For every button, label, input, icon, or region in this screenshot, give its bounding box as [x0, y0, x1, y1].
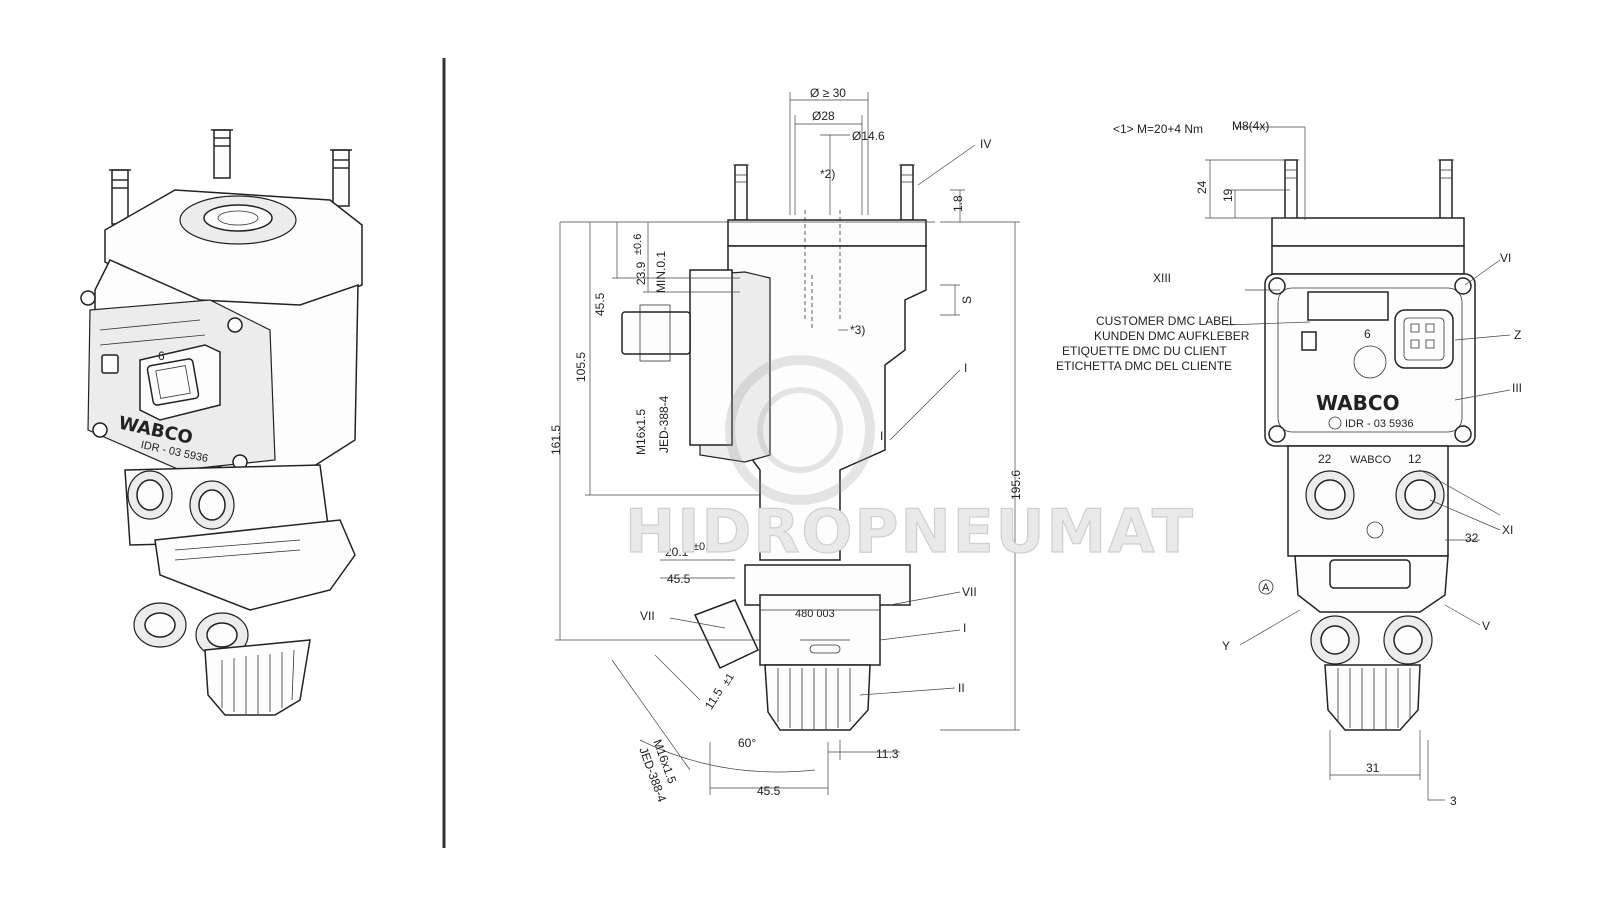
dmc-label-line-3: ETIQUETTE DMC DU CLIENT: [1062, 344, 1227, 358]
dmc-label-line-4: ETICHETTA DMC DEL CLIENTE: [1056, 359, 1232, 373]
front-dim-31: 31: [1366, 761, 1380, 775]
ref-vii-right: VII: [962, 585, 977, 599]
ref-vii-left: VII: [640, 609, 655, 623]
isometric-view: 6 WABCO IDR - 03 5936: [80, 129, 363, 716]
ref-iv: IV: [980, 137, 991, 151]
ref-xiii: XIII: [1153, 271, 1171, 285]
dim-105-5: 105.5: [574, 352, 588, 382]
dim-195-6: 195.6: [1009, 470, 1023, 500]
ref-3: 3: [1450, 794, 1457, 808]
ref-i-upper: I: [964, 361, 967, 375]
ref-ii: II: [958, 681, 965, 695]
side-connector: [621, 311, 691, 355]
ref-v: V: [1482, 619, 1490, 633]
front-port-22: 22: [1318, 452, 1332, 466]
iso-port-6: 6: [158, 349, 165, 363]
side-view: 480 003 Ø ≥ 30 Ø28 Ø14.6 *2) *3) 1: [549, 86, 1023, 804]
dim-diameter-28: Ø28: [812, 109, 835, 123]
front-port-12: 12: [1408, 452, 1422, 466]
tol-23-9: ±0.6: [632, 234, 644, 255]
dmc-label-line-2: KUNDEN DMC AUFKLEBER: [1094, 329, 1250, 343]
side-top-flange: [727, 219, 927, 247]
side-silencer-cap: [764, 664, 871, 731]
note-3: *3): [850, 323, 865, 337]
dim-45-5-mid: 45.5: [667, 572, 691, 586]
ref-i-lower: I: [880, 429, 883, 443]
dim-diameter-min: Ø ≥ 30: [810, 86, 846, 100]
tol-11-5: ±1: [720, 671, 737, 688]
dim-161-5: 161.5: [549, 425, 563, 455]
dim-11-3: 11.3: [876, 747, 899, 761]
ref-vi: VI: [1500, 251, 1511, 265]
front-silencer-cap: [1324, 664, 1421, 731]
dim-angle-60: 60°: [738, 736, 756, 750]
ref-y: Y: [1222, 639, 1230, 653]
front-view: 6 WABCO IDR - 03 5936 22 12 WABCO: [1056, 119, 1522, 808]
front-cert-label: IDR - 03 5936: [1345, 418, 1413, 430]
ref-iii: III: [1512, 381, 1522, 395]
side-angled-port: [693, 599, 759, 669]
front-bolt: M8(4x): [1232, 119, 1269, 133]
iso-lower-body: [154, 519, 356, 611]
dim-diameter-14-6: Ø14.6: [852, 129, 885, 143]
dmc-label-line-1: CUSTOMER DMC LABEL: [1096, 314, 1236, 328]
thread-upper: M16x1.5: [634, 409, 648, 455]
iso-connector: [139, 344, 221, 421]
min-0-1: MIN.0.1: [654, 251, 668, 293]
dim-45-5-bottom: 45.5: [757, 784, 781, 798]
front-top-flange: [1271, 217, 1465, 247]
dim-23-9: 23.9: [634, 261, 648, 285]
watermark-gear-icon: [725, 355, 875, 505]
dim-20-1: 20.1: [665, 545, 689, 559]
watermark: HIDROPNEUMAT: [625, 497, 1195, 567]
front-torque: <1> M=20+4 Nm: [1113, 122, 1203, 136]
front-dmc-label: [1307, 291, 1389, 321]
ref-i-mid: I: [963, 621, 966, 635]
front-connector: [1394, 309, 1454, 369]
note-2: *2): [820, 167, 835, 181]
iso-silencer-cap: [204, 639, 311, 716]
front-dim-32: 32: [1465, 531, 1479, 545]
jed-upper: JED-388-4: [657, 395, 671, 453]
iso-ports: [124, 464, 331, 546]
ref-xi: XI: [1502, 523, 1513, 537]
dim-1-8: 1.8: [951, 195, 965, 212]
ref-a: A: [1262, 582, 1270, 594]
front-brand-logo: WABCO: [1316, 391, 1400, 415]
dim-11-5: 11.5: [702, 685, 726, 712]
dim-s: S: [960, 296, 974, 304]
front-dim-19: 19: [1221, 188, 1235, 202]
tol-20-1: ±0.5: [693, 541, 714, 553]
front-dim-24: 24: [1195, 180, 1209, 194]
side-part-stamp: 480 003: [795, 608, 835, 620]
front-port-6: 6: [1364, 327, 1371, 341]
ref-z: Z: [1514, 328, 1521, 342]
dmc-label-text: CUSTOMER DMC LABEL KUNDEN DMC AUFKLEBER …: [1056, 314, 1250, 373]
front-small-brand: WABCO: [1350, 454, 1392, 466]
dim-45-5-vertical: 45.5: [593, 292, 607, 316]
